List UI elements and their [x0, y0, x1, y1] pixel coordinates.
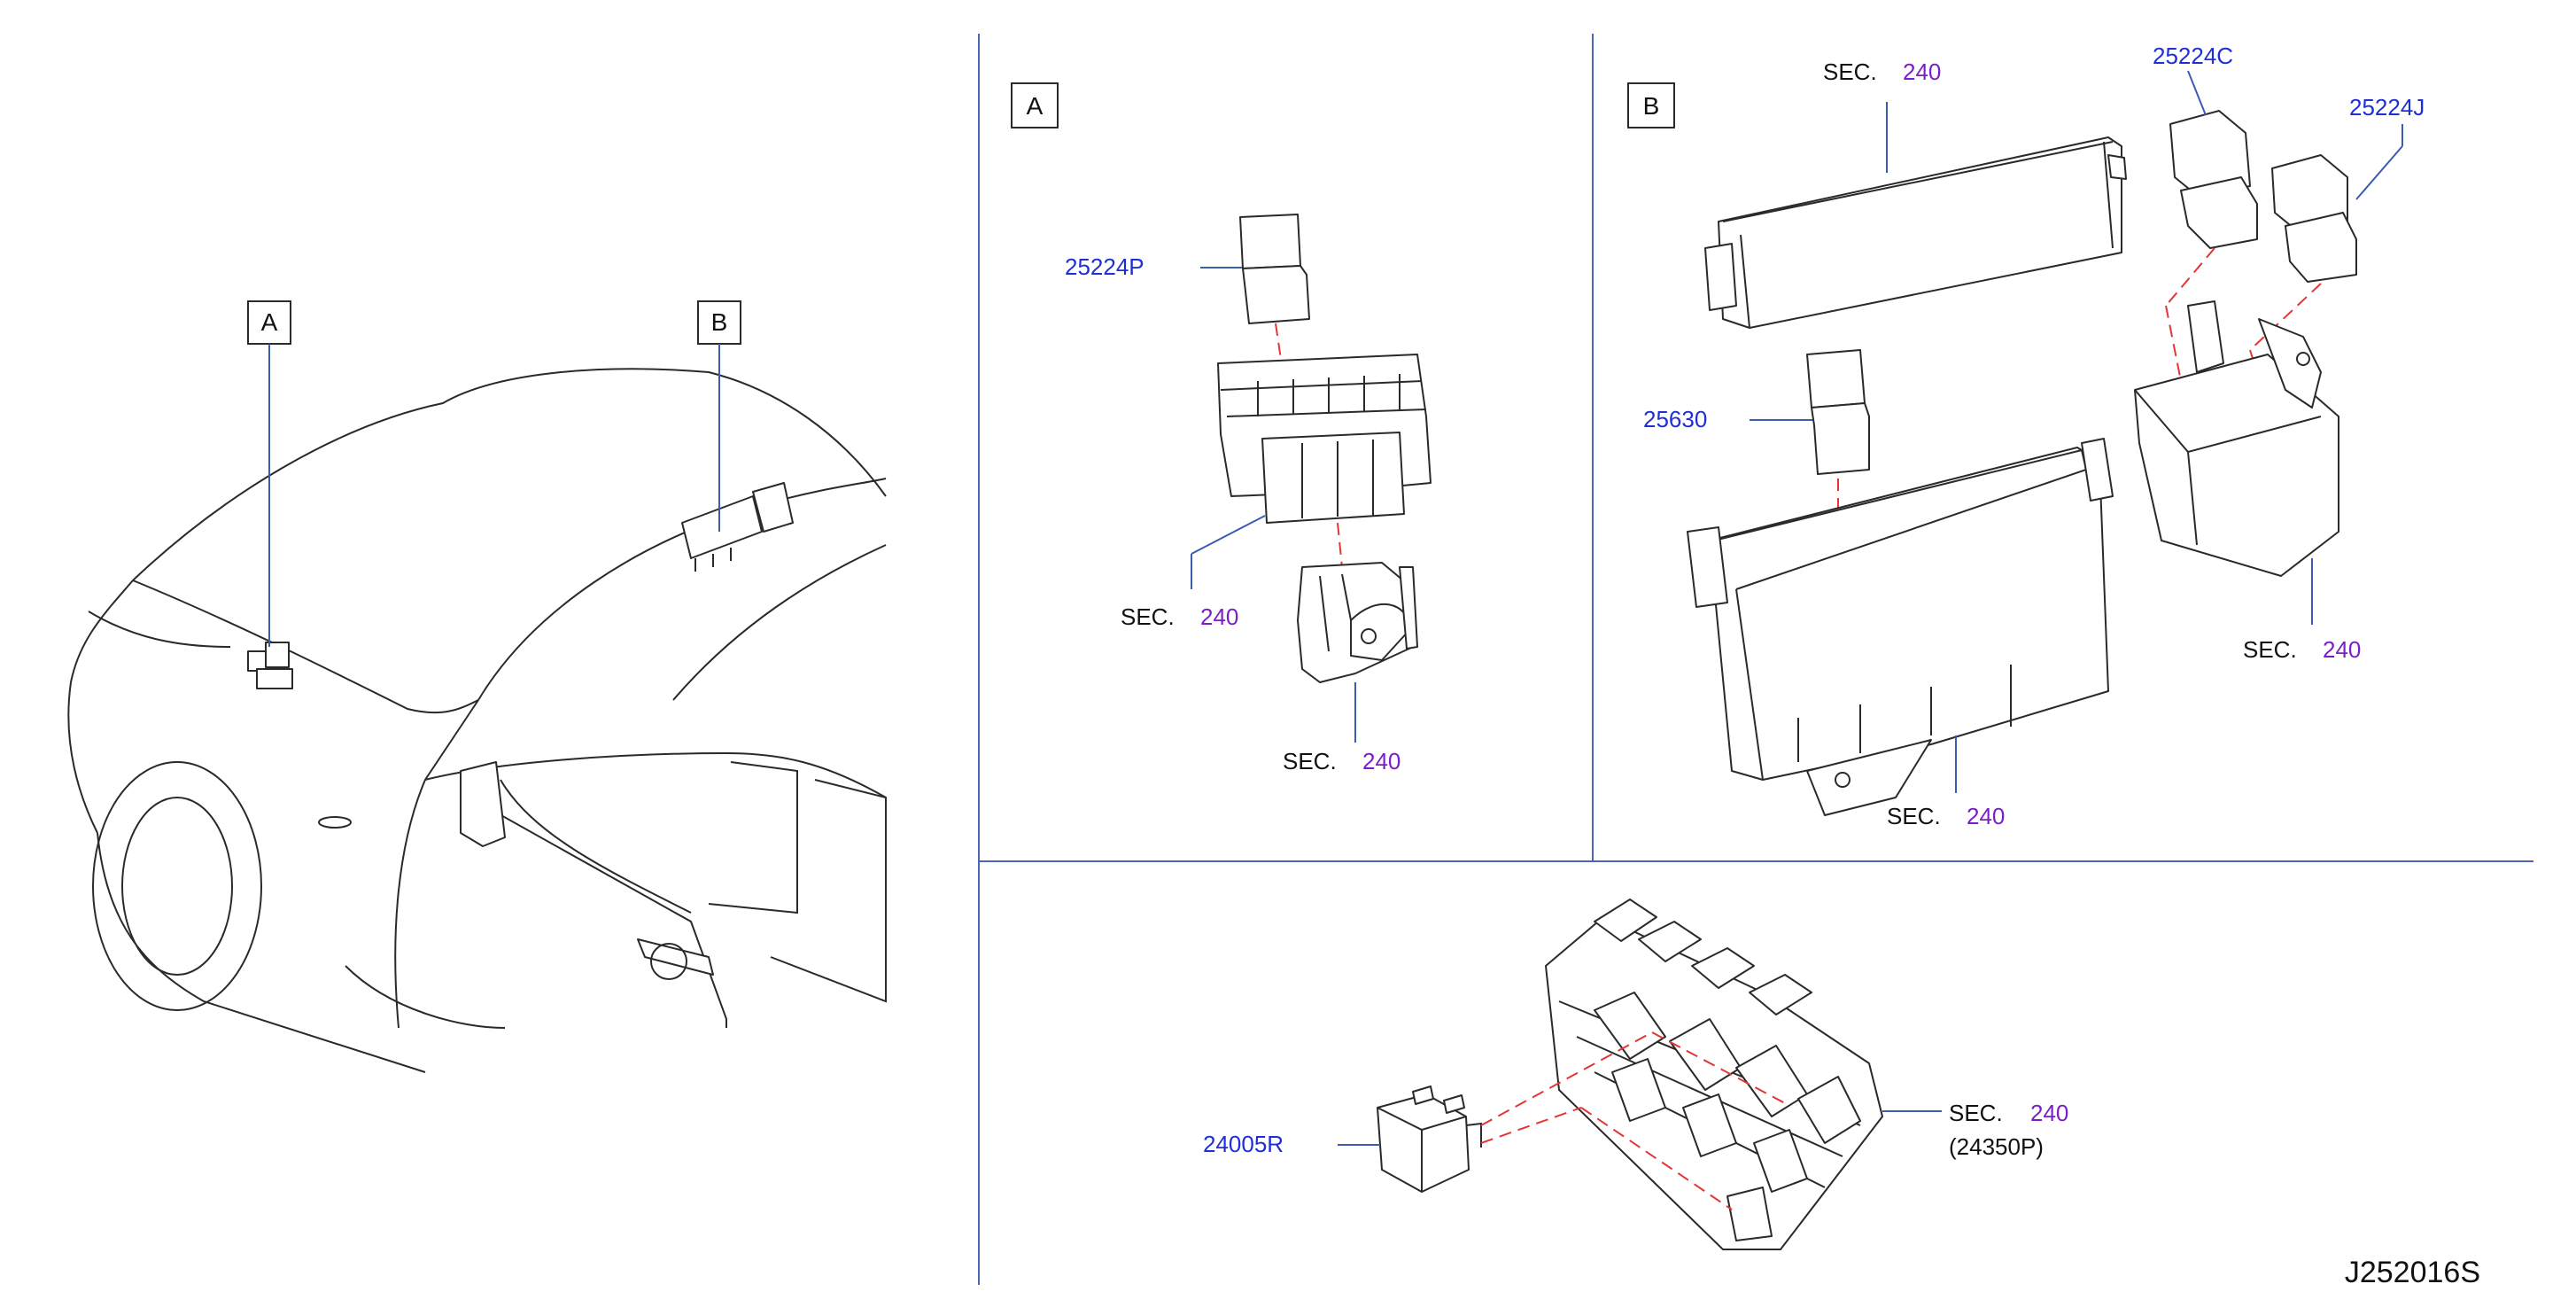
label-25630: 25630 — [1643, 406, 1707, 432]
label-sec-a2: SEC. — [1283, 748, 1337, 774]
label-240-bottom: 240 — [2030, 1100, 2068, 1126]
diagram-code: J252016S — [2345, 1256, 2480, 1289]
panel-bottom: 24005R SEC. 240 (24350P) — [1203, 899, 2068, 1250]
label-25224P: 25224P — [1065, 253, 1144, 280]
panel-b: B — [1627, 43, 2425, 829]
label-sec-b3: SEC. — [1887, 803, 1941, 829]
fuse-box-cover — [1704, 136, 2127, 329]
relay-holder-a — [1217, 354, 1432, 524]
svg-text:A: A — [261, 308, 278, 336]
relay-box-secondary — [2134, 300, 2339, 577]
relay-location-a — [247, 642, 293, 689]
label-sec-b1: SEC. — [1823, 58, 1877, 85]
svg-text:B: B — [1643, 92, 1660, 120]
panel-a: A — [1011, 82, 1432, 774]
label-sec-a1: SEC. — [1121, 603, 1175, 630]
label-240-a2: 240 — [1362, 748, 1401, 774]
label-240-b2: 240 — [2323, 636, 2361, 663]
relay-location-b — [681, 482, 794, 572]
label-24350P: (24350P) — [1949, 1133, 2044, 1160]
junction-block — [1545, 899, 1883, 1250]
vehicle-outline — [67, 368, 887, 1073]
vehicle-callout-a: A — [247, 300, 291, 647]
label-24005R: 24005R — [1203, 1131, 1284, 1157]
svg-text:A: A — [1027, 92, 1044, 120]
panel-dividers — [978, 34, 2533, 1285]
label-25224J: 25224J — [2349, 94, 2425, 121]
bracket-a — [1297, 562, 1418, 683]
label-240-b1: 240 — [1903, 58, 1941, 85]
label-240-b3: 240 — [1967, 803, 2005, 829]
relay-25630 — [1806, 349, 1870, 475]
label-240-a1: 240 — [1200, 603, 1238, 630]
svg-text:B: B — [711, 308, 728, 336]
relay-25224P — [1239, 214, 1310, 324]
relay-24005R — [1377, 1085, 1482, 1193]
vehicle-callout-b: B — [697, 300, 741, 532]
label-sec-bottom: SEC. — [1949, 1100, 2003, 1126]
relay-25224C — [2169, 110, 2258, 249]
label-25224C: 25224C — [2153, 43, 2233, 69]
fuse-box-main — [1687, 438, 2114, 816]
label-sec-b2: SEC. — [2243, 636, 2297, 663]
relay-25224J — [2271, 154, 2357, 283]
